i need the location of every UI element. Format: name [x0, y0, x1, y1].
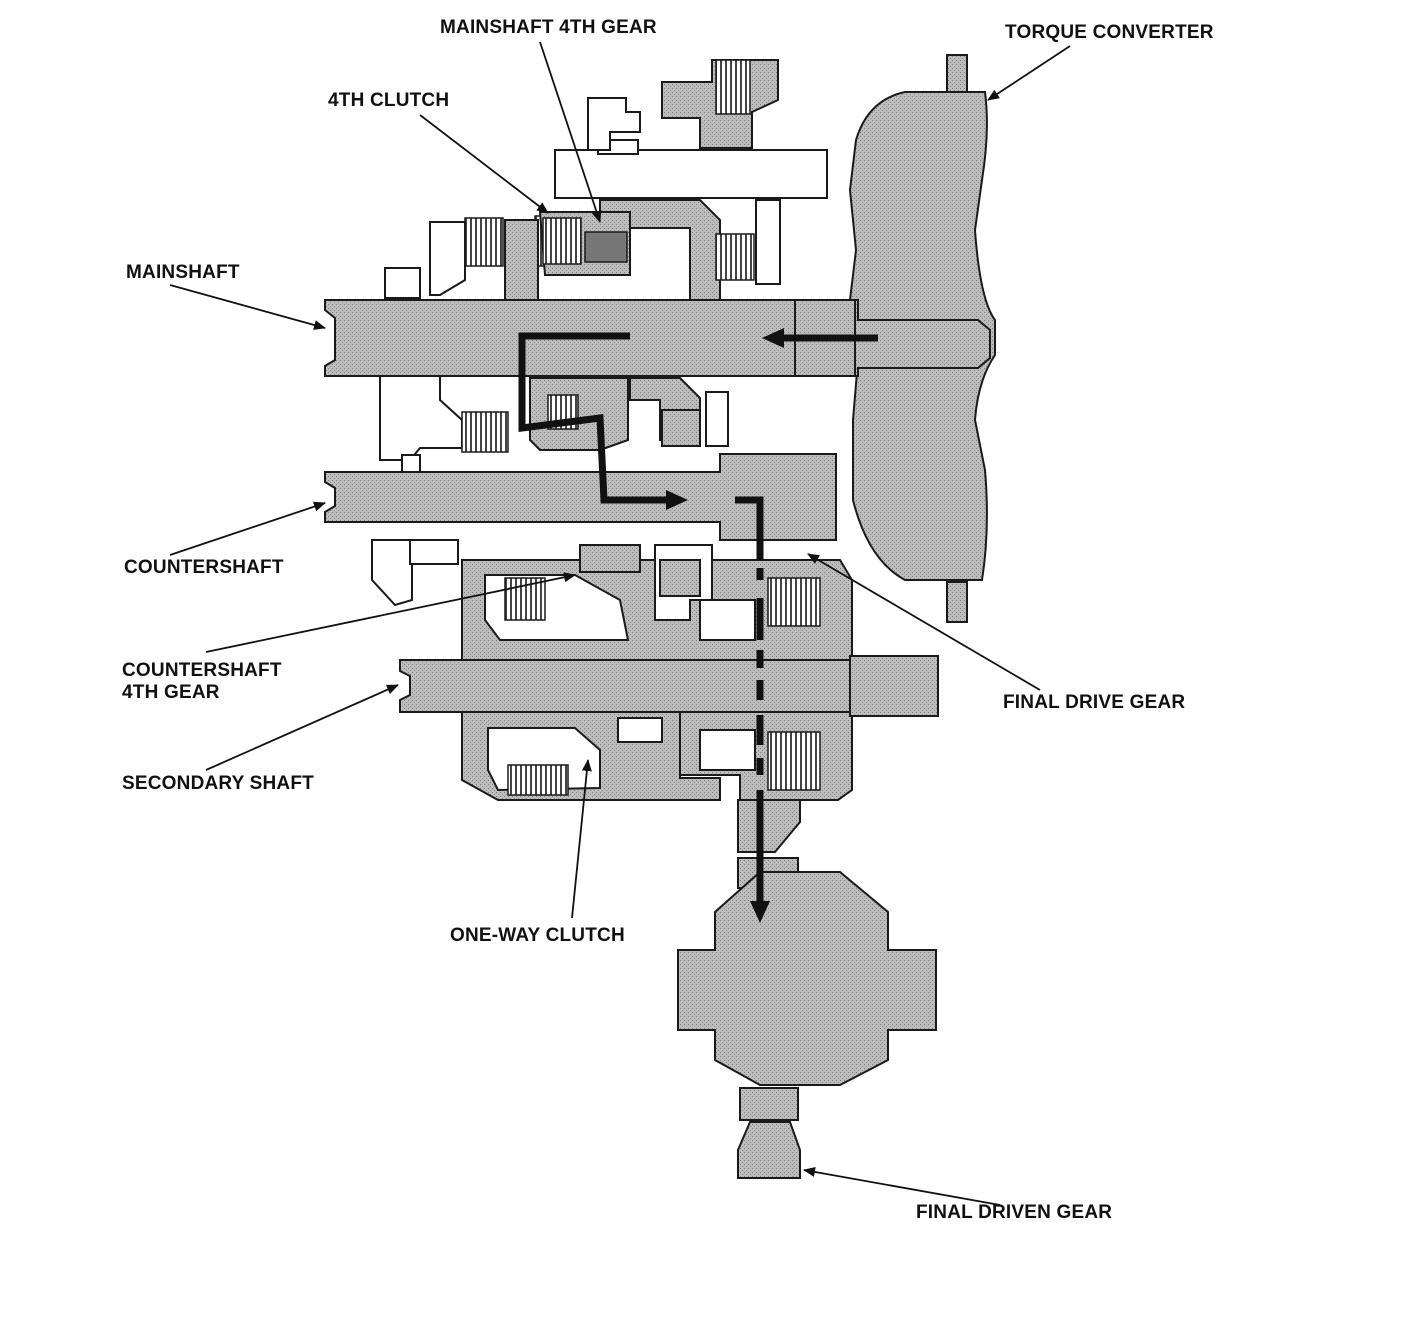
- label-final-driven-gear: FINAL DRIVEN GEAR: [916, 1202, 1113, 1223]
- label-torque-converter: TORQUE CONVERTER: [1005, 22, 1214, 43]
- leader-one-way-clutch: [571, 759, 592, 919]
- label-countershaft: COUNTERSHAFT: [124, 557, 284, 578]
- mainshaft-upper-assembly: [384, 59, 828, 301]
- label-countershaft-4th-gear: COUNTERSHAFT 4TH GEAR: [122, 660, 282, 703]
- leader-torque-converter: [987, 45, 1071, 101]
- label-one-way-clutch: ONE-WAY CLUTCH: [450, 925, 625, 946]
- leader-4th-clutch: [419, 114, 549, 214]
- label-mainshaft: MAINSHAFT: [126, 262, 240, 283]
- label-mainshaft-4th-gear: MAINSHAFT 4TH GEAR: [440, 17, 657, 38]
- secondary-shaft: [399, 655, 939, 717]
- countershaft-shaft: [324, 453, 837, 541]
- leader-final-driven-gear: [803, 1167, 1001, 1206]
- label-4th-clutch: 4TH CLUTCH: [328, 90, 450, 111]
- power-flow-path: [518, 328, 878, 923]
- leader-countershaft-4th-gear: [205, 572, 576, 653]
- label-final-drive-gear: FINAL DRIVE GEAR: [1003, 692, 1186, 713]
- differential-assembly: [677, 799, 937, 1179]
- leader-final-drive-gear: [807, 553, 1041, 691]
- leader-mainshaft: [169, 284, 326, 330]
- callout-leaders: [169, 41, 1071, 1206]
- leader-countershaft: [169, 501, 326, 556]
- leader-mainshaft-4th-gear: [539, 41, 602, 223]
- label-secondary-shaft: SECONDARY SHAFT: [122, 773, 314, 794]
- leader-secondary-shaft: [205, 684, 399, 771]
